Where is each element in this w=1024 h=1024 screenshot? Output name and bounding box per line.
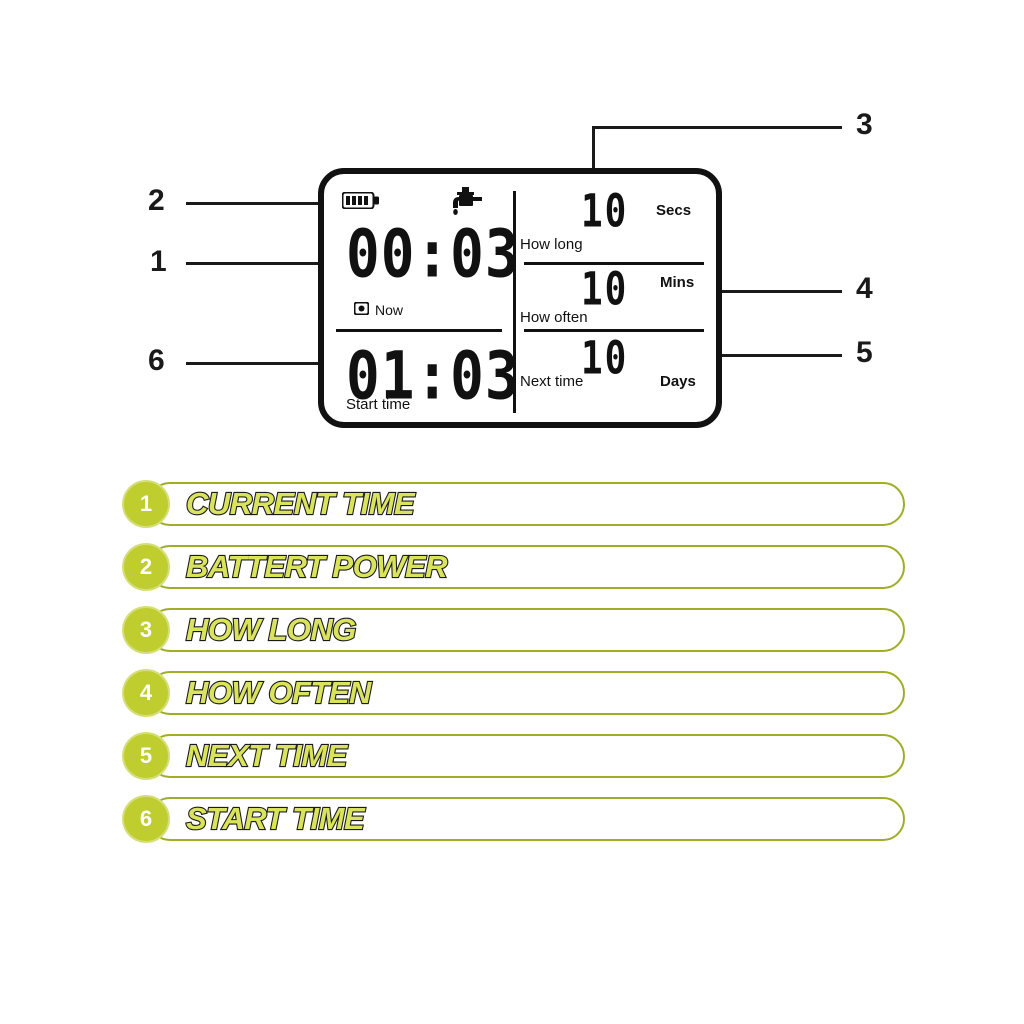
legend-pill	[148, 482, 905, 526]
legend-list: 1 CURRENT TIME 2 BATTERT POWER 3 HOW LON…	[0, 480, 1024, 858]
next-time-label: Next time	[520, 373, 584, 390]
legend-badge: 4	[122, 669, 170, 717]
leader-line-2	[186, 202, 321, 205]
diagram-area: 2 1 6 3 4 5	[0, 0, 1024, 470]
legend-item-how-long: 3 HOW LONG	[0, 606, 1024, 654]
callout-number-3: 3	[856, 108, 873, 141]
lcd-left-divider	[336, 329, 502, 332]
legend-label: CURRENT TIME	[185, 485, 416, 522]
legend-label: BATTERT POWER	[185, 548, 449, 585]
legend-pill	[148, 608, 905, 652]
legend-label: HOW LONG	[185, 611, 358, 648]
callout-number-5: 5	[856, 336, 873, 369]
legend-label: HOW OFTEN	[185, 674, 373, 711]
callout-number-4: 4	[856, 272, 873, 305]
lcd-right-divider-2	[524, 329, 704, 332]
legend-item-current-time: 1 CURRENT TIME	[0, 480, 1024, 528]
legend-item-battery-power: 2 BATTERT POWER	[0, 543, 1024, 591]
how-often-unit: Mins	[660, 274, 695, 291]
legend-pill	[148, 734, 905, 778]
legend-item-start-time: 6 START TIME	[0, 795, 1024, 843]
lcd-display: 00:03 Now 01:03 Start time 10 Secs How l…	[318, 168, 722, 428]
legend-badge: 5	[122, 732, 170, 780]
how-long-unit: Secs	[656, 202, 692, 219]
leader-line-3	[592, 126, 842, 129]
legend-label: NEXT TIME	[185, 737, 349, 774]
start-time-label: Start time	[346, 396, 411, 413]
leader-line-3-vertical	[592, 126, 595, 186]
callout-number-1: 1	[150, 245, 167, 278]
legend-badge: 6	[122, 795, 170, 843]
leader-line-1	[186, 262, 321, 265]
next-time-unit: Days	[660, 373, 696, 390]
callout-number-6: 6	[148, 344, 165, 377]
legend-badge: 3	[122, 606, 170, 654]
legend-pill	[148, 671, 905, 715]
how-long-label: How long	[520, 236, 583, 253]
lcd-vertical-divider	[513, 191, 516, 413]
now-label-text: Now	[375, 302, 404, 318]
legend-label: START TIME	[185, 800, 366, 837]
current-time-value: 00:03	[346, 216, 520, 293]
next-time-value: 10	[581, 333, 629, 385]
legend-badge: 2	[122, 543, 170, 591]
battery-icon	[341, 191, 380, 214]
legend-item-next-time: 5 NEXT TIME	[0, 732, 1024, 780]
callout-number-2: 2	[148, 184, 165, 217]
leader-line-6	[186, 362, 321, 365]
legend-badge: 1	[122, 480, 170, 528]
legend-item-how-often: 4 HOW OFTEN	[0, 669, 1024, 717]
start-time-value: 01:03	[346, 338, 520, 415]
clock-icon	[353, 301, 370, 318]
now-label-group: Now	[353, 301, 404, 318]
how-often-label: How often	[520, 309, 588, 326]
how-often-value: 10	[581, 264, 629, 316]
tap-icon	[448, 186, 486, 221]
lcd-right-divider-1	[524, 262, 704, 265]
legend-pill	[148, 797, 905, 841]
how-long-value: 10	[581, 186, 629, 238]
status-icon-row	[340, 186, 510, 216]
